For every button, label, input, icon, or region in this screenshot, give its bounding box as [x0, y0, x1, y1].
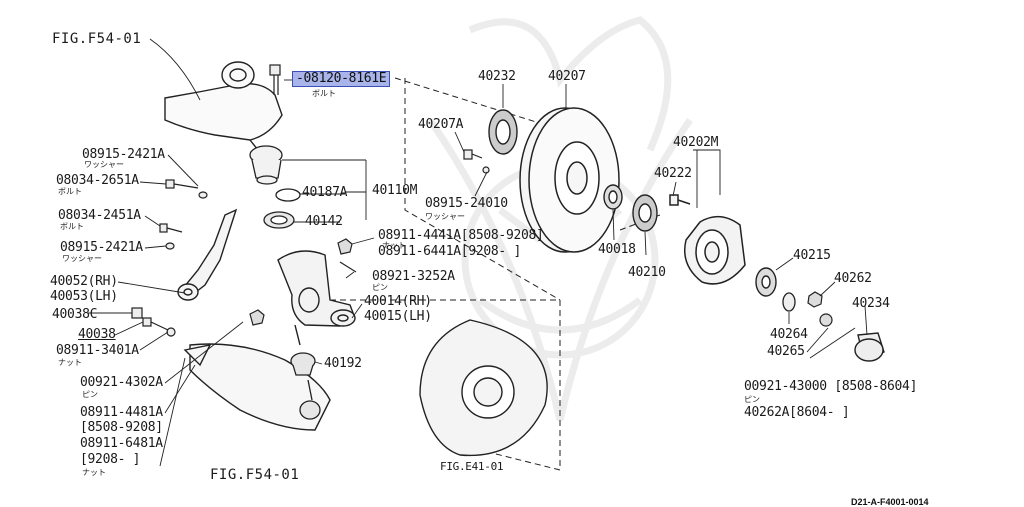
part-label-40202M[interactable]: 40202M: [673, 135, 719, 150]
highlighted-part-note: ボルト: [312, 89, 336, 98]
nut-40262: [807, 291, 833, 327]
part-note-bolt: ボルト: [58, 187, 82, 196]
bolt-40207A: [463, 149, 490, 174]
bolt-08120: [269, 64, 281, 95]
part-label-40053[interactable]: 40053(LH): [50, 289, 118, 304]
upper-ball-joint: [249, 145, 283, 185]
lower-control-arm: [183, 343, 331, 431]
left-fasteners: [131, 179, 208, 337]
part-label-08034-2651A[interactable]: 08034-2651A: [56, 173, 139, 188]
dust-shield: [419, 319, 548, 457]
oil-seal-40232: [488, 109, 518, 155]
part-note-nut-3: ナット: [382, 241, 406, 250]
part-label-08911-4481A[interactable]: 08911-4481A: [80, 405, 163, 420]
part-note-washer-3: ワッシャー: [425, 212, 465, 221]
bearing-40210: [632, 194, 658, 232]
pin-08921: [339, 261, 357, 273]
part-label-08915-2421A-upper[interactable]: 08915-2421A: [82, 147, 165, 162]
part-label-40207A[interactable]: 40207A: [418, 117, 464, 132]
part-label-08034-2451A[interactable]: 08034-2451A: [58, 208, 141, 223]
part-label-08911-6481A[interactable]: 08911-6481A: [80, 436, 163, 451]
hub-40202M: [669, 194, 746, 285]
part-label-08911-6441A[interactable]: 08911-6441A[9208- ]: [378, 244, 522, 259]
part-label-40215[interactable]: 40215: [793, 248, 831, 263]
part-label-08915-24010[interactable]: 08915-24010: [425, 196, 508, 211]
diagram-code: D21-A-F4001-0014: [851, 497, 929, 507]
part-label-40018[interactable]: 40018: [598, 242, 636, 257]
part-label-40207[interactable]: 40207: [548, 69, 586, 84]
part-label-40110M[interactable]: 40110M: [372, 183, 418, 198]
washer-40264: [782, 292, 796, 312]
part-label-08911-4441A[interactable]: 08911-4441A[8508-9208]: [378, 228, 544, 243]
part-note-washer: ワッシャー: [84, 160, 124, 169]
part-label-40142[interactable]: 40142: [305, 214, 343, 229]
nut-08911-4441A: [337, 238, 353, 255]
cap-40234: [854, 332, 885, 362]
figure-ref-bottom[interactable]: FIG.F54-01: [210, 467, 300, 483]
figure-ref-top[interactable]: FIG.F54-01: [52, 31, 142, 47]
part-note-pin-3: ピン: [744, 395, 760, 404]
part-label-08921-3252A[interactable]: 08921-3252A: [372, 269, 455, 284]
part-label-40234[interactable]: 40234: [852, 296, 890, 311]
leader-lines: [88, 38, 868, 467]
figure-ref-shield[interactable]: FIG.E41-01: [440, 460, 504, 473]
part-label-40014[interactable]: 40014(RH): [364, 294, 432, 309]
part-label-00921-4302A[interactable]: 00921-4302A: [80, 375, 163, 390]
bearing-40018: [603, 184, 623, 210]
lower-ball-joint-40192: [290, 352, 321, 420]
part-label-40015[interactable]: 40015(LH): [364, 309, 432, 324]
part-label-08911-3401A[interactable]: 08911-3401A: [56, 343, 139, 358]
part-label-40262[interactable]: 40262: [834, 271, 872, 286]
part-label-40232[interactable]: 40232: [478, 69, 516, 84]
part-label-40265[interactable]: 40265: [767, 344, 805, 359]
part-note-pin-2: ピン: [372, 283, 388, 292]
part-label-40187A[interactable]: 40187A: [302, 185, 348, 200]
brake-disc-40207: [519, 107, 620, 253]
part-date-range-8508-9208: [8508-9208]: [80, 420, 163, 435]
part-label-40038C[interactable]: 40038C: [52, 307, 98, 322]
part-label-40192[interactable]: 40192: [324, 356, 362, 371]
part-label-08915-2421A-lower[interactable]: 08915-2421A: [60, 240, 143, 255]
part-label-40264[interactable]: 40264: [770, 327, 808, 342]
part-note-nut: ナット: [58, 358, 82, 367]
part-label-40210[interactable]: 40210: [628, 265, 666, 280]
part-label-40262A[interactable]: 40262A[8604- ]: [744, 405, 850, 420]
part-label-40222[interactable]: 40222: [654, 166, 692, 181]
upper-control-arm: [164, 61, 283, 151]
boot-40142: [263, 211, 295, 229]
part-label-40038[interactable]: 40038: [78, 327, 116, 342]
part-date-range-9208: [9208- ]: [80, 452, 141, 467]
steering-knuckle: [277, 250, 356, 346]
part-note-pin: ピン: [82, 390, 98, 399]
bearing-40215: [755, 267, 777, 297]
strut-bar-40052: [177, 208, 238, 301]
highlighted-part-number[interactable]: -08120-8161E: [292, 71, 391, 87]
part-note-washer-2: ワッシャー: [62, 254, 102, 263]
part-label-00921-43000[interactable]: 00921-43000 [8508-8604]: [744, 379, 918, 394]
ring-40187A: [275, 188, 301, 202]
nut-08911-4481A: [249, 309, 265, 326]
part-label-40052[interactable]: 40052(RH): [50, 274, 118, 289]
part-note-nut-2: ナット: [82, 468, 106, 477]
part-note-bolt-2: ボルト: [60, 222, 84, 231]
